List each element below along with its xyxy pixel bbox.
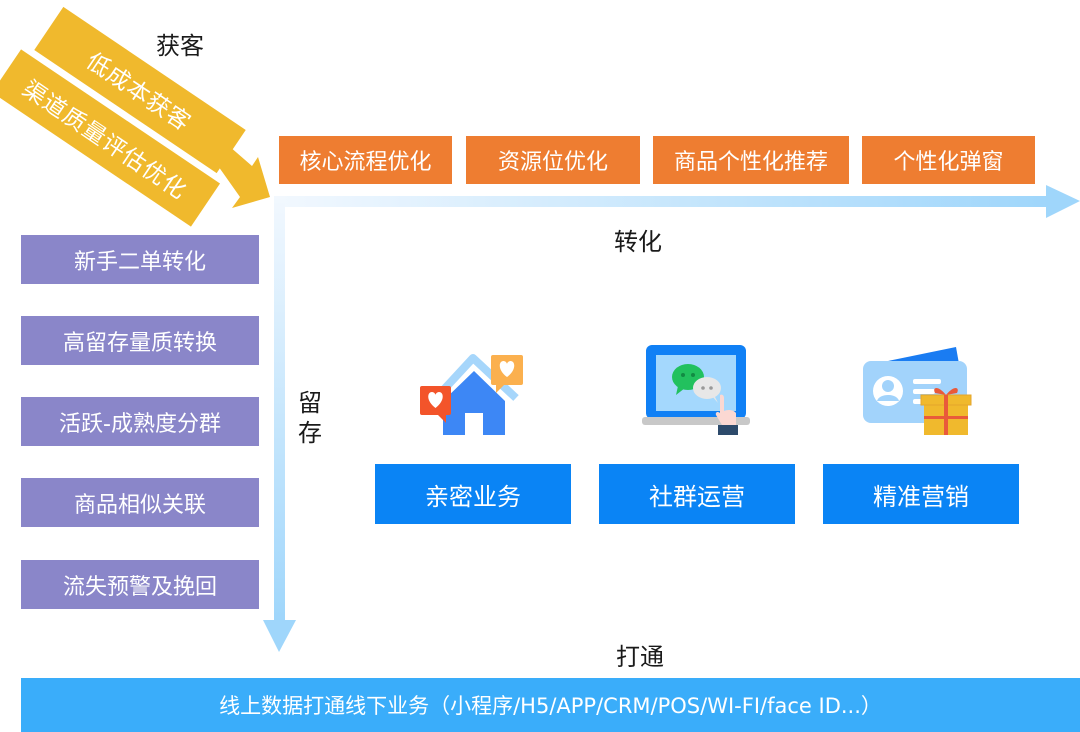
retention-title: 留 存 xyxy=(298,388,322,448)
conversion-item-popup: 个性化弹窗 xyxy=(862,136,1035,184)
laptop-chat-icon xyxy=(642,345,750,435)
retention-title-line2: 存 xyxy=(298,419,322,447)
retention-title-line1: 留 xyxy=(298,389,322,417)
retention-item-churn-warning: 流失预警及挽回 xyxy=(21,560,259,609)
connect-title: 打通 xyxy=(616,643,664,671)
card-gift-icon xyxy=(863,347,972,435)
service-precision-marketing: 精准营销 xyxy=(823,464,1019,524)
retention-axis-arrow xyxy=(263,196,296,652)
service-community-operation: 社群运营 xyxy=(599,464,795,524)
conversion-item-core-flow: 核心流程优化 xyxy=(279,136,452,184)
retention-item-activity-segment: 活跃-成熟度分群 xyxy=(21,397,259,446)
conversion-item-product-recommend: 商品个性化推荐 xyxy=(653,136,849,184)
conversion-item-resource-slot: 资源位优化 xyxy=(466,136,640,184)
house-hearts-icon xyxy=(420,354,523,435)
service-intimate-business: 亲密业务 xyxy=(375,464,571,524)
retention-item-similar-products: 商品相似关联 xyxy=(21,478,259,527)
connect-bar: 线上数据打通线下业务（小程序/H5/APP/CRM/POS/WI-FI/face… xyxy=(21,678,1080,732)
retention-item-high-retention: 高留存量质转换 xyxy=(21,316,259,365)
conversion-axis-arrow xyxy=(274,185,1080,218)
retention-item-second-order: 新手二单转化 xyxy=(21,235,259,284)
acquisition-arrow xyxy=(216,146,270,208)
acquisition-title: 获客 xyxy=(156,32,204,60)
conversion-title: 转化 xyxy=(614,228,662,256)
